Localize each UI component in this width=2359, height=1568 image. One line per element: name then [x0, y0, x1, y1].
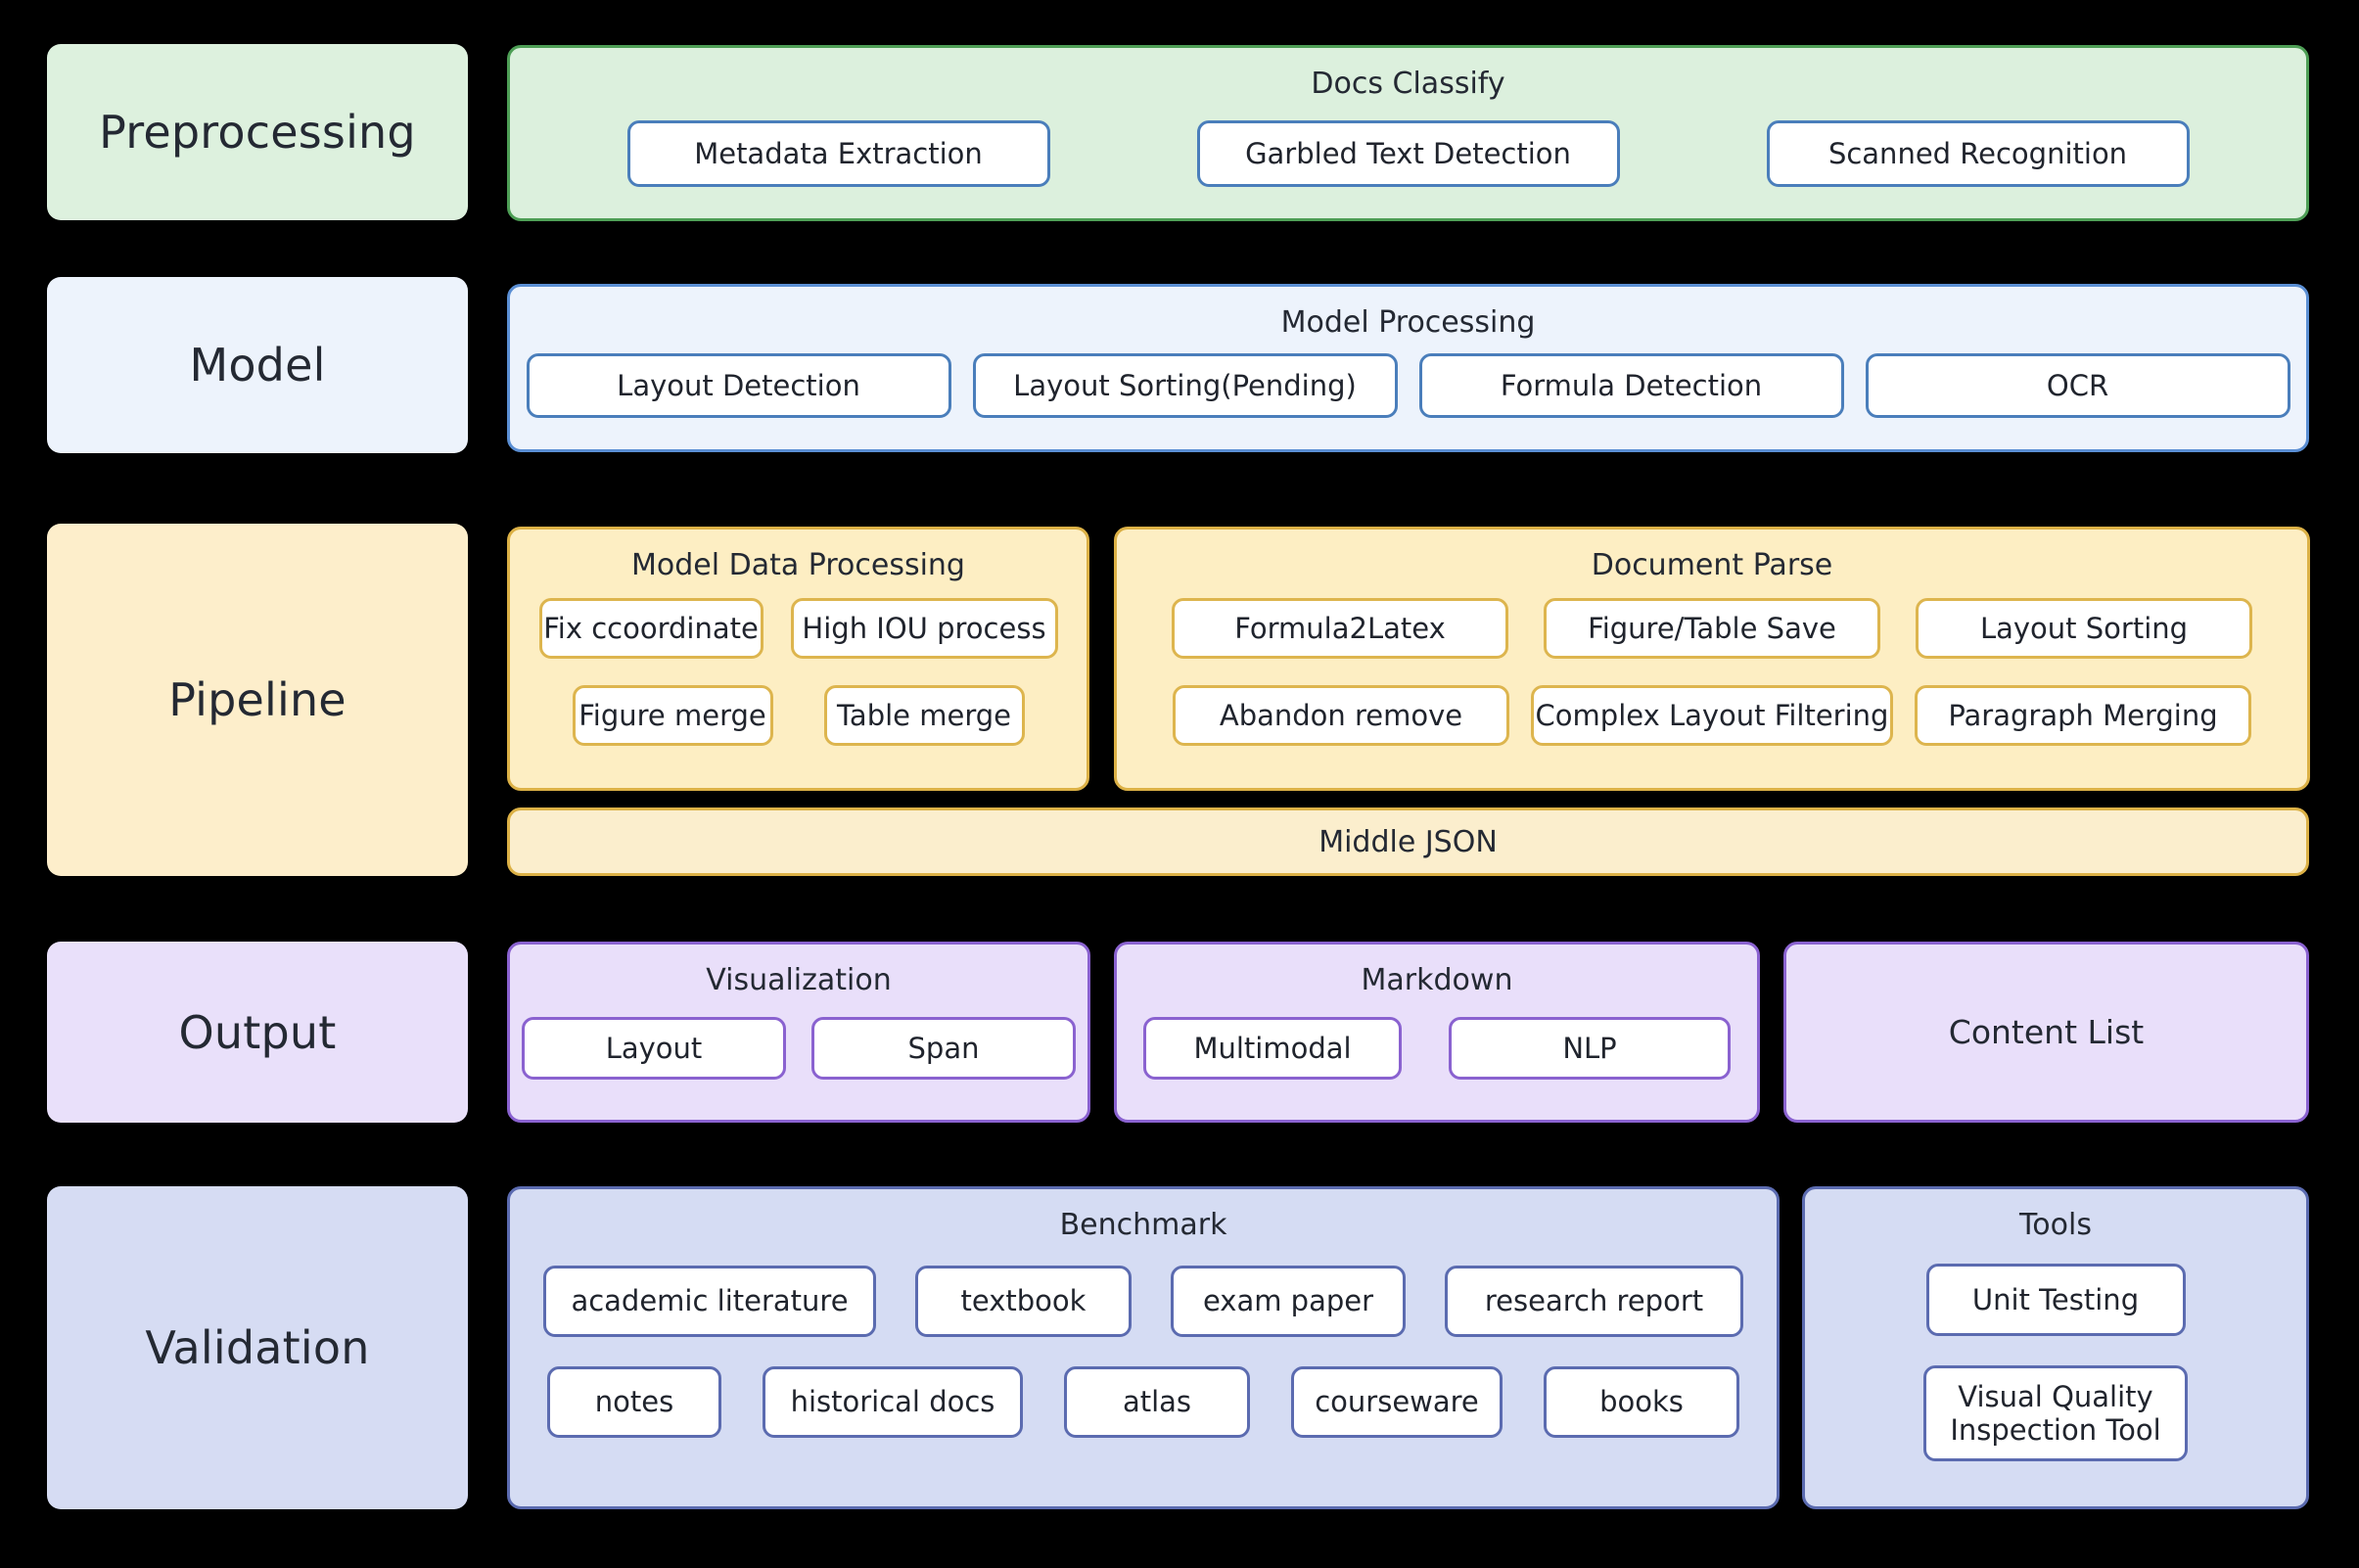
- chip-label: research report: [1484, 1284, 1704, 1318]
- chip-ocr[interactable]: OCR: [1865, 353, 2290, 418]
- chip-label: Layout: [605, 1031, 703, 1065]
- chip-courseware[interactable]: courseware: [1291, 1366, 1503, 1438]
- chip-label: Figure merge: [578, 698, 766, 732]
- chip-research-report[interactable]: research report: [1445, 1266, 1743, 1337]
- chip-label: Scanned Recognition: [1827, 136, 2128, 170]
- group-title-model-data-processing: Model Data Processing: [631, 548, 965, 582]
- chip-label: High IOU process: [802, 611, 1046, 645]
- chip-label: Formula2Latex: [1234, 611, 1446, 645]
- group-model-processing: Model Processing Layout Detection Layout…: [507, 284, 2309, 452]
- chip-notes[interactable]: notes: [547, 1366, 721, 1438]
- chip-label: Metadata Extraction: [694, 136, 983, 170]
- chip-fix-coordinate[interactable]: Fix ccoordinate: [538, 598, 763, 659]
- chip-label: notes: [594, 1385, 674, 1419]
- chip-label: Visual Quality Inspection Tool: [1950, 1379, 2161, 1447]
- bar-middle-json: Middle JSON: [507, 807, 2309, 876]
- chip-layout-sorting[interactable]: Layout Sorting: [1916, 598, 2252, 659]
- chip-label: Layout Detection: [617, 368, 860, 402]
- stage-label-preprocessing: Preprocessing: [47, 44, 468, 220]
- chip-label: Multimodal: [1193, 1031, 1352, 1065]
- group-title-model-processing: Model Processing: [1280, 305, 1536, 340]
- group-title-document-parse: Document Parse: [1591, 548, 1833, 582]
- chip-layout-detection[interactable]: Layout Detection: [526, 353, 951, 418]
- chip-label: Figure/Table Save: [1588, 611, 1836, 645]
- chip-label: Fix ccoordinate: [543, 611, 759, 645]
- chip-label: Complex Layout Filtering: [1535, 698, 1889, 732]
- chip-label: Abandon remove: [1219, 698, 1463, 732]
- stage-label-validation-text: Validation: [145, 1321, 370, 1374]
- chip-figure-table-save[interactable]: Figure/Table Save: [1544, 598, 1880, 659]
- chip-academic-literature[interactable]: academic literature: [543, 1266, 876, 1337]
- chip-layout[interactable]: Layout: [522, 1017, 786, 1080]
- chip-span[interactable]: Span: [811, 1017, 1076, 1080]
- group-title-markdown: Markdown: [1361, 963, 1513, 997]
- group-content-list[interactable]: Content List: [1783, 942, 2309, 1123]
- chip-paragraph-merging[interactable]: Paragraph Merging: [1915, 685, 2251, 746]
- chip-label: courseware: [1315, 1385, 1479, 1419]
- group-benchmark: Benchmark academic literature textbook e…: [507, 1186, 1780, 1509]
- chip-label: books: [1599, 1385, 1684, 1419]
- chip-label: atlas: [1122, 1385, 1192, 1419]
- group-visualization: Visualization Layout Span: [507, 942, 1090, 1123]
- group-markdown: Markdown Multimodal NLP: [1114, 942, 1760, 1123]
- chip-abandon-remove[interactable]: Abandon remove: [1173, 685, 1509, 746]
- chip-scanned-recognition[interactable]: Scanned Recognition: [1766, 120, 2190, 187]
- chip-nlp[interactable]: NLP: [1449, 1017, 1731, 1080]
- chip-label: textbook: [960, 1284, 1087, 1318]
- chip-label: exam paper: [1202, 1284, 1374, 1318]
- chip-textbook[interactable]: textbook: [915, 1266, 1132, 1337]
- chip-label: Layout Sorting(Pending): [1013, 368, 1357, 402]
- chip-books[interactable]: books: [1544, 1366, 1739, 1438]
- chip-label: Garbled Text Detection: [1245, 136, 1571, 170]
- chip-high-iou-process[interactable]: High IOU process: [790, 598, 1058, 659]
- chip-formula-detection[interactable]: Formula Detection: [1418, 353, 1844, 418]
- group-document-parse: Document Parse Formula2Latex Figure/Tabl…: [1114, 527, 2310, 791]
- group-docs-classify: Docs Classify Metadata Extraction Garble…: [507, 45, 2309, 221]
- chip-metadata-extraction[interactable]: Metadata Extraction: [626, 120, 1050, 187]
- group-title-benchmark: Benchmark: [1059, 1208, 1227, 1242]
- stage-label-pipeline: Pipeline: [47, 524, 468, 876]
- group-tools: Tools Unit Testing Visual Quality Inspec…: [1802, 1186, 2309, 1509]
- group-title-visualization: Visualization: [706, 963, 892, 997]
- chip-visual-quality-inspection-tool[interactable]: Visual Quality Inspection Tool: [1923, 1365, 2188, 1461]
- stage-label-model: Model: [47, 277, 468, 453]
- chip-label: academic literature: [571, 1284, 849, 1318]
- chip-garbled-text-detection[interactable]: Garbled Text Detection: [1196, 120, 1620, 187]
- chip-label: Unit Testing: [1971, 1282, 2140, 1316]
- chip-complex-layout-filtering[interactable]: Complex Layout Filtering: [1531, 685, 1893, 746]
- stage-label-validation: Validation: [47, 1186, 468, 1509]
- chip-label: Formula Detection: [1500, 368, 1763, 402]
- chip-label: historical docs: [790, 1385, 995, 1419]
- chip-label: NLP: [1562, 1031, 1617, 1065]
- chip-label: OCR: [2046, 368, 2109, 402]
- stage-label-pipeline-text: Pipeline: [168, 673, 347, 726]
- group-content-list-label: Content List: [1948, 1013, 2145, 1051]
- group-model-data-processing: Model Data Processing Fix ccoordinate Hi…: [507, 527, 1089, 791]
- chip-multimodal[interactable]: Multimodal: [1143, 1017, 1402, 1080]
- chip-layout-sorting-pending[interactable]: Layout Sorting(Pending): [972, 353, 1398, 418]
- chip-historical-docs[interactable]: historical docs: [763, 1366, 1023, 1438]
- chip-figure-merge[interactable]: Figure merge: [572, 685, 773, 746]
- stage-label-output: Output: [47, 942, 468, 1123]
- chip-label: Layout Sorting: [1979, 611, 2189, 645]
- chip-exam-paper[interactable]: exam paper: [1171, 1266, 1406, 1337]
- group-title-docs-classify: Docs Classify: [1311, 67, 1505, 101]
- bar-middle-json-label: Middle JSON: [1318, 824, 1498, 859]
- chip-label: Table merge: [837, 698, 1011, 732]
- chip-label: Span: [907, 1031, 980, 1065]
- stage-label-preprocessing-text: Preprocessing: [99, 106, 416, 159]
- chip-label: Paragraph Merging: [1948, 698, 2218, 732]
- stage-label-model-text: Model: [189, 339, 326, 392]
- stage-label-output-text: Output: [178, 1005, 337, 1059]
- chip-table-merge[interactable]: Table merge: [823, 685, 1025, 746]
- chip-unit-testing[interactable]: Unit Testing: [1925, 1264, 2186, 1336]
- chip-formula2latex[interactable]: Formula2Latex: [1172, 598, 1508, 659]
- group-title-tools: Tools: [2019, 1208, 2092, 1242]
- chip-atlas[interactable]: atlas: [1064, 1366, 1250, 1438]
